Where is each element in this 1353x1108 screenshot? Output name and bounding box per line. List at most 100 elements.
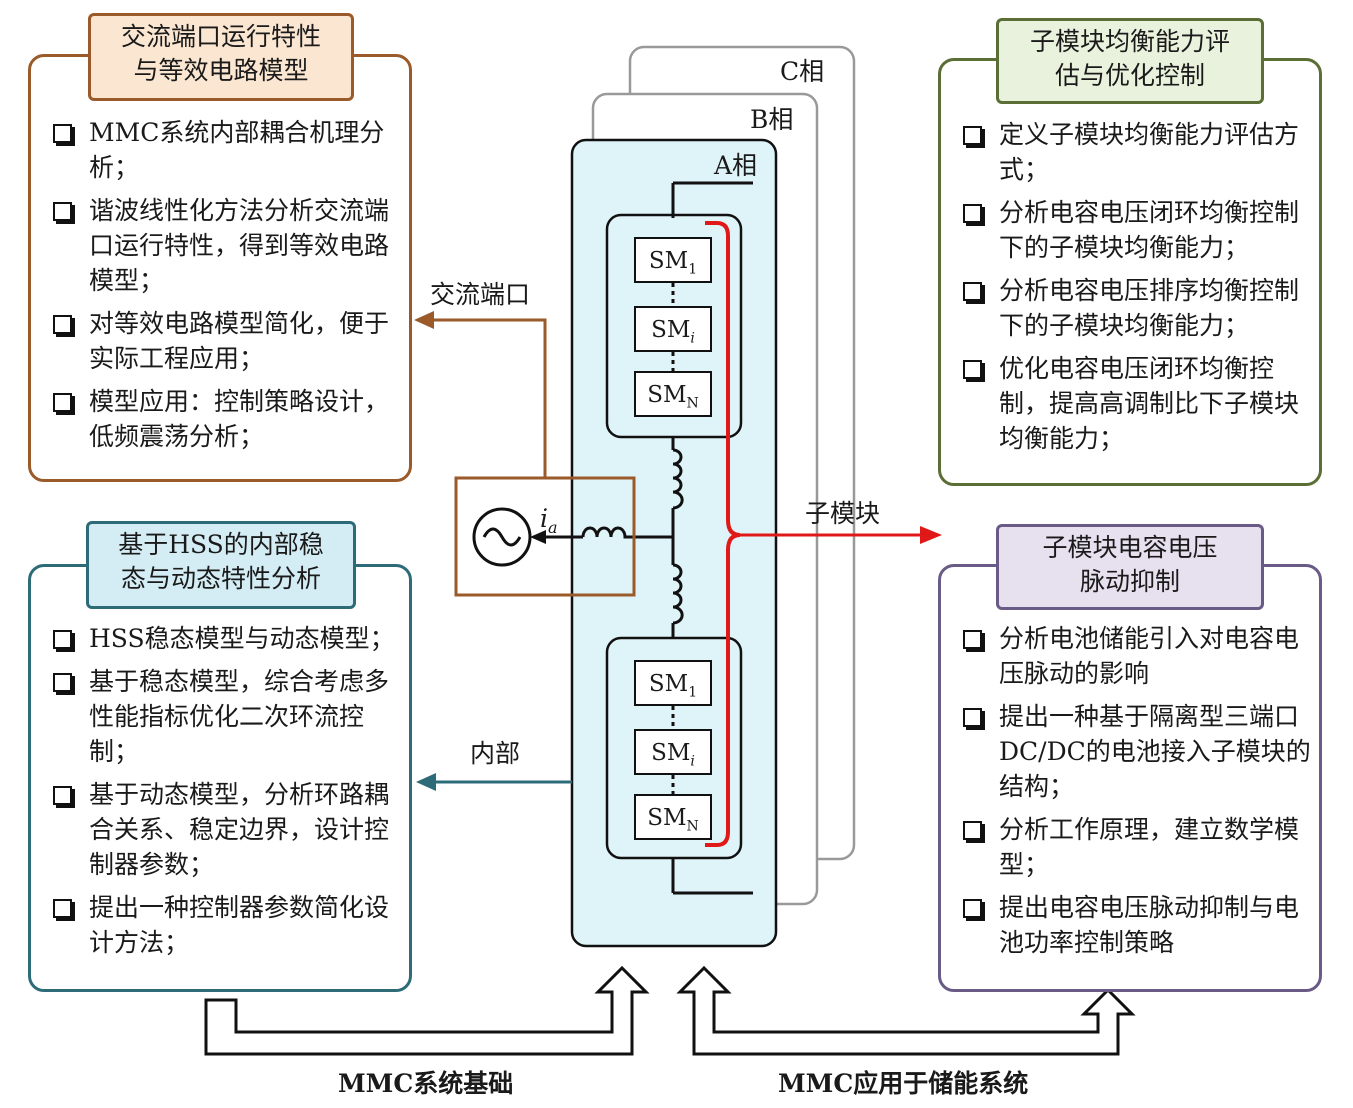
internal-label: 内部 <box>470 739 521 768</box>
list-item: 基于动态模型，分析环路耦合关系、稳定边界，设计控制器参数； <box>53 777 405 882</box>
arm-wires <box>540 181 753 895</box>
sine-wave-icon <box>482 527 522 547</box>
hss-list: HSS稳态模型与动态模型； 基于稳态模型，综合考虑多性能指标优化二次环流控制； … <box>53 621 405 968</box>
panel-ripple: 分析电池储能引入对电容电压脉动的影响 提出一种基于隔离型三端口DC/DC的电池接… <box>938 564 1322 992</box>
panel-ac-port: MMC系统内部耦合机理分析； 谐波线性化方法分析交流端口运行特性，得到等效电路模… <box>28 54 412 482</box>
current-arrow-icon <box>530 530 546 544</box>
sm-subscript: 1 <box>688 684 698 701</box>
panel-hss-title: 基于HSS的内部稳 态与动态特性分析 <box>86 521 356 609</box>
current-base: i <box>540 504 548 533</box>
list-item: 分析工作原理，建立数学模型； <box>963 812 1313 882</box>
list-item-text: 分析电容电压排序均衡控制下的子模块均衡能力； <box>999 276 1300 340</box>
checkbox-icon <box>53 202 72 221</box>
ac-port-arrowhead <box>414 311 434 329</box>
panel-hss: HSS稳态模型与动态模型； 基于稳态模型，综合考虑多性能指标优化二次环流控制； … <box>28 564 412 992</box>
list-item: 对等效电路模型简化，便于实际工程应用； <box>53 306 403 376</box>
checkbox-icon <box>963 282 982 301</box>
checkbox-icon <box>963 126 982 145</box>
panel-balance: 定义子模块均衡能力评估方式； 分析电容电压闭环均衡控制下的子模块均衡能力； 分析… <box>938 58 1322 486</box>
checkbox-icon <box>963 821 982 840</box>
list-item-text: 基于稳态模型，综合考虑多性能指标优化二次环流控制； <box>89 667 390 766</box>
checkbox-icon <box>963 360 982 379</box>
list-item-text: 分析电池储能引入对电容电压脉动的影响 <box>999 624 1300 688</box>
list-item-text: 提出电容电压脉动抑制与电池功率控制策略 <box>999 893 1300 957</box>
mmc-base-label: MMC系统基础 <box>338 1069 514 1098</box>
phase-c-label: C相 <box>780 57 825 86</box>
checkbox-icon <box>53 124 72 143</box>
list-item-text: 谐波线性化方法分析交流端口运行特性，得到等效电路模型； <box>89 196 390 295</box>
submodule-upper-n: SMN <box>634 371 712 417</box>
sm-prefix: SM <box>651 317 691 343</box>
list-item: 定义子模块均衡能力评估方式； <box>963 117 1313 187</box>
submodule-lower-n: SMN <box>634 794 712 840</box>
list-item: 提出电容电压脉动抑制与电池功率控制策略 <box>963 890 1313 960</box>
list-item: 优化电容电压闭环均衡控制，提高高调制比下子模块均衡能力； <box>963 351 1313 456</box>
checkbox-icon <box>53 393 72 412</box>
phase-a-label: A相 <box>714 151 758 180</box>
list-item-text: MMC系统内部耦合机理分析； <box>89 118 385 182</box>
ac-port-arrow <box>430 318 547 478</box>
sm-subscript: i <box>690 330 695 347</box>
internal-arrowhead <box>416 773 436 791</box>
list-item: 提出一种控制器参数简化设计方法； <box>53 890 405 960</box>
mmc-base-arrow <box>204 965 650 1056</box>
title-line: 估与优化控制 <box>1054 61 1205 90</box>
list-item-text: HSS稳态模型与动态模型； <box>89 624 395 653</box>
list-item-text: 分析工作原理，建立数学模型； <box>999 815 1300 879</box>
list-item-text: 分析电容电压闭环均衡控制下的子模块均衡能力； <box>999 198 1300 262</box>
title-line: 基于HSS的内部稳 <box>118 530 324 559</box>
sm-prefix: SM <box>647 805 687 831</box>
checkbox-icon <box>963 899 982 918</box>
submodule-lower-i: SMi <box>634 729 712 775</box>
lower-inductor <box>672 563 684 625</box>
ripple-list: 分析电池储能引入对电容电压脉动的影响 提出一种基于隔离型三端口DC/DC的电池接… <box>963 621 1313 968</box>
current-label: ia <box>540 504 558 537</box>
list-item-text: 对等效电路模型简化，便于实际工程应用； <box>89 309 390 373</box>
ac-inductor <box>581 526 632 539</box>
title-line: 脉动抑制 <box>1079 567 1180 596</box>
list-item: 谐波线性化方法分析交流端口运行特性，得到等效电路模型； <box>53 193 403 298</box>
panel-ripple-title: 子模块电容电压 脉动抑制 <box>996 524 1264 610</box>
submodule-arrowhead <box>920 526 942 544</box>
ac-port-list: MMC系统内部耦合机理分析； 谐波线性化方法分析交流端口运行特性，得到等效电路模… <box>53 115 403 462</box>
sm-subscript: N <box>686 818 699 835</box>
phase-b-label: B相 <box>750 105 794 134</box>
checkbox-icon <box>53 673 72 692</box>
list-item: MMC系统内部耦合机理分析； <box>53 115 403 185</box>
panel-ac-port-title: 交流端口运行特性 与等效电路模型 <box>88 13 354 101</box>
checkbox-icon <box>53 786 72 805</box>
list-item-text: 基于动态模型，分析环路耦合关系、稳定边界，设计控制器参数； <box>89 780 390 879</box>
list-item-text: 提出一种控制器参数简化设计方法； <box>89 893 390 957</box>
sm-subscript: 1 <box>688 261 698 278</box>
list-item: 提出一种基于隔离型三端口DC/DC的电池接入子模块的结构； <box>963 699 1313 804</box>
title-line: 子模块电容电压 <box>1042 533 1218 562</box>
checkbox-icon <box>963 630 982 649</box>
checkbox-icon <box>53 630 72 649</box>
title-line: 态与动态特性分析 <box>120 564 321 593</box>
sm-subscript: i <box>690 753 695 770</box>
panel-balance-title: 子模块均衡能力评 估与优化控制 <box>996 18 1264 104</box>
title-line: 子模块均衡能力评 <box>1029 27 1230 56</box>
submodule-upper-i: SMi <box>634 306 712 352</box>
sm-subscript: N <box>686 395 699 412</box>
checkbox-icon <box>963 204 982 223</box>
title-line: 与等效电路模型 <box>133 56 309 85</box>
current-subscript: a <box>548 518 558 537</box>
mmc-storage-label: MMC应用于储能系统 <box>778 1069 1029 1098</box>
list-item: 分析电池储能引入对电容电压脉动的影响 <box>963 621 1313 691</box>
list-item: 模型应用：控制策略设计，低频震荡分析； <box>53 384 403 454</box>
checkbox-icon <box>963 708 982 727</box>
lower-arm-box <box>605 636 743 860</box>
submodule-upper-1: SM1 <box>634 237 712 283</box>
sm-prefix: SM <box>651 740 691 766</box>
list-item-text: 定义子模块均衡能力评估方式； <box>999 120 1300 184</box>
sm-prefix: SM <box>648 248 689 274</box>
list-item: 分析电容电压排序均衡控制下的子模块均衡能力； <box>963 273 1313 343</box>
upper-inductor <box>672 448 684 510</box>
sm-prefix: SM <box>648 671 689 697</box>
balance-list: 定义子模块均衡能力评估方式； 分析电容电压闭环均衡控制下的子模块均衡能力； 分析… <box>963 117 1313 464</box>
list-item: 基于稳态模型，综合考虑多性能指标优化二次环流控制； <box>53 664 405 769</box>
upper-arm-box <box>605 213 743 439</box>
checkbox-icon <box>53 899 72 918</box>
ac-port-label: 交流端口 <box>430 280 531 309</box>
